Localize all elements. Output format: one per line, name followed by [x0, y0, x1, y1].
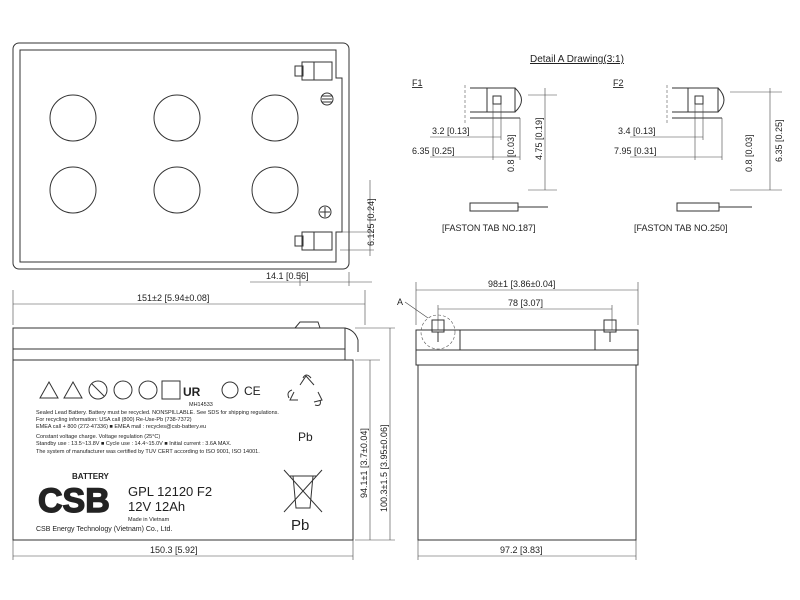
warning-line: Constant voltage charge. Voltage regulat… [36, 434, 160, 440]
f1-dim-b: 6.35 [0.25] [412, 146, 455, 156]
crossed-bin-icon: Pb [283, 469, 323, 534]
f1-dim-a: 3.2 [0.13] [432, 126, 470, 136]
detail-title: Detail A Drawing(3:1) [530, 54, 624, 65]
f1-dim-v2: 4.75 [0.19] [534, 117, 544, 160]
f1-caption: [FASTON TAB NO.187] [442, 223, 536, 233]
warning-icon [39, 380, 59, 399]
front-height-case: 94.1±1 [3.7±0.04] [359, 428, 369, 498]
brand-word: BATTERY [72, 472, 110, 481]
side-width-bottom: 97.2 [3.83] [500, 545, 543, 555]
bin-pb-label: Pb [291, 517, 309, 534]
detail-a-marker [420, 314, 456, 350]
safety-icons: UR MH14533 CE [39, 380, 261, 408]
acid-warning-icon [63, 380, 83, 399]
f1-dim-v1: 0.8 [0.03] [506, 134, 516, 172]
warning-line: The system of manufacturer was certified… [36, 449, 260, 455]
side-terminal-spacing: 78 [3.07] [508, 298, 543, 308]
warning-line: Sealed Lead Battery. Battery must be rec… [36, 410, 279, 416]
top-view: 6.125 [0.24] 14.1 [0.56] [12, 42, 376, 286]
battery-rating: 12V 12Ah [128, 499, 185, 514]
cycle-mark-icon [221, 381, 239, 399]
front-height-total: 100.3±1.5 [3.95±0.06] [379, 425, 389, 512]
dim-terminal-height: 6.125 [0.24] [366, 198, 376, 246]
recycle-icon: Pb [287, 374, 323, 444]
no-fire-icon [88, 380, 108, 400]
ul-code: MH14533 [189, 402, 213, 408]
warning-line: For recycling information: USA call (800… [36, 417, 192, 423]
model-number: GPL 12120 F2 [128, 484, 212, 499]
brand-logo-text: CSB [38, 482, 110, 520]
f2-dim-b: 7.95 [0.31] [614, 146, 657, 156]
detail-a: Detail A Drawing(3:1) F1 3.2 [0.13] 6.35… [412, 54, 784, 233]
origin-text: Made in Vietnam [128, 517, 170, 523]
f1-label: F1 [412, 78, 423, 88]
side-width-top: 98±1 [3.86±0.04] [488, 279, 555, 289]
side-view: 98±1 [3.86±0.04] 78 [3.07] A 97.2 [3.83] [397, 279, 639, 560]
warning-line: EMEA call + 800 (272-47336) ■ EMEA mail … [36, 424, 206, 430]
detail-marker-label: A [397, 297, 403, 307]
ce-mark: CE [244, 384, 261, 398]
keep-away-children-icon [138, 380, 158, 400]
recycle-pb-label: Pb [298, 430, 313, 444]
detail-f1: F1 3.2 [0.13] 6.35 [0.25] 0.8 [0.03] 4.7… [412, 78, 557, 233]
f2-dim-a: 3.4 [0.13] [618, 126, 656, 136]
front-view: 151±2 [5.94±0.08] UR MH14533 CE Pb [12, 290, 395, 560]
company-name: CSB Energy Technology (Vietnam) Co., Ltd… [36, 526, 172, 533]
front-width-bottom: 150.3 [5.92] [150, 545, 198, 555]
front-width-top: 151±2 [5.94±0.08] [137, 293, 209, 303]
dim-terminal-offset: 14.1 [0.56] [266, 271, 309, 281]
csb-logo: BATTERY CSB CSB Energy Technology (Vietn… [36, 472, 172, 533]
f2-dim-v1: 0.8 [0.03] [744, 134, 754, 172]
f2-dim-v2: 6.35 [0.25] [774, 119, 784, 162]
eye-protection-icon [113, 380, 133, 400]
warning-line: Standby use : 13.5~13.8V ■ Cycle use : 1… [36, 441, 232, 447]
read-manual-icon [161, 380, 181, 400]
detail-f2: F2 3.4 [0.13] 7.95 [0.31] 0.8 [0.03] 6.3… [613, 78, 784, 233]
f2-label: F2 [613, 78, 624, 88]
ul-mark-icon: UR [183, 385, 201, 399]
warning-text: Sealed Lead Battery. Battery must be rec… [36, 410, 279, 455]
f2-caption: [FASTON TAB NO.250] [634, 223, 728, 233]
